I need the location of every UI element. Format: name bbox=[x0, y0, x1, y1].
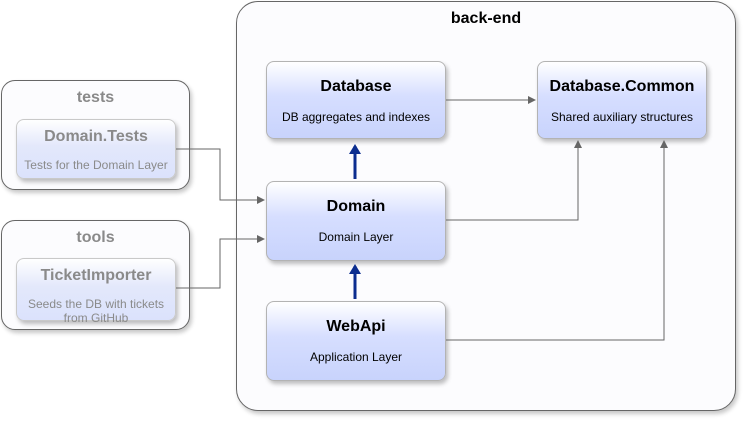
node-database-subtitle: DB aggregates and indexes bbox=[281, 110, 431, 124]
group-tools-title: tools bbox=[76, 229, 115, 246]
group-back-end-title: back-end bbox=[450, 10, 522, 27]
group-tests-title: tests bbox=[76, 89, 115, 106]
connector-domain-tests-to-domain bbox=[176, 148, 265, 204]
connector-domain-to-database-common bbox=[446, 140, 582, 221]
node-ticket-importer-subtitle: Seeds the DB with tickets from GitHub bbox=[27, 297, 165, 325]
connector-webapi-to-database-common bbox=[446, 140, 668, 341]
node-database-common[interactable]: Database.Common Shared auxiliary structu… bbox=[537, 61, 707, 139]
node-webapi-subtitle: Application Layer bbox=[309, 350, 403, 364]
node-ticket-importer[interactable]: TicketImporter Seeds the DB with tickets… bbox=[16, 258, 176, 325]
connector-ticket-importer-to-domain bbox=[176, 235, 265, 289]
node-database[interactable]: Database DB aggregates and indexes bbox=[266, 61, 446, 139]
node-domain-subtitle: Domain Layer bbox=[318, 230, 394, 244]
node-ticket-importer-title: TicketImporter bbox=[40, 267, 152, 284]
node-database-common-subtitle: Shared auxiliary structures bbox=[550, 110, 694, 124]
node-domain-tests-subtitle: Tests for the Domain Layer bbox=[24, 158, 168, 172]
node-domain-tests-title: Domain.Tests bbox=[44, 128, 148, 145]
node-domain-title: Domain bbox=[326, 198, 386, 215]
node-domain[interactable]: Domain Domain Layer bbox=[266, 181, 446, 261]
node-webapi-title: WebApi bbox=[326, 318, 386, 335]
node-database-title: Database bbox=[320, 78, 392, 95]
node-database-common-title: Database.Common bbox=[549, 78, 695, 95]
node-domain-tests[interactable]: Domain.Tests Tests for the Domain Layer bbox=[16, 119, 176, 179]
node-webapi[interactable]: WebApi Application Layer bbox=[266, 301, 446, 381]
